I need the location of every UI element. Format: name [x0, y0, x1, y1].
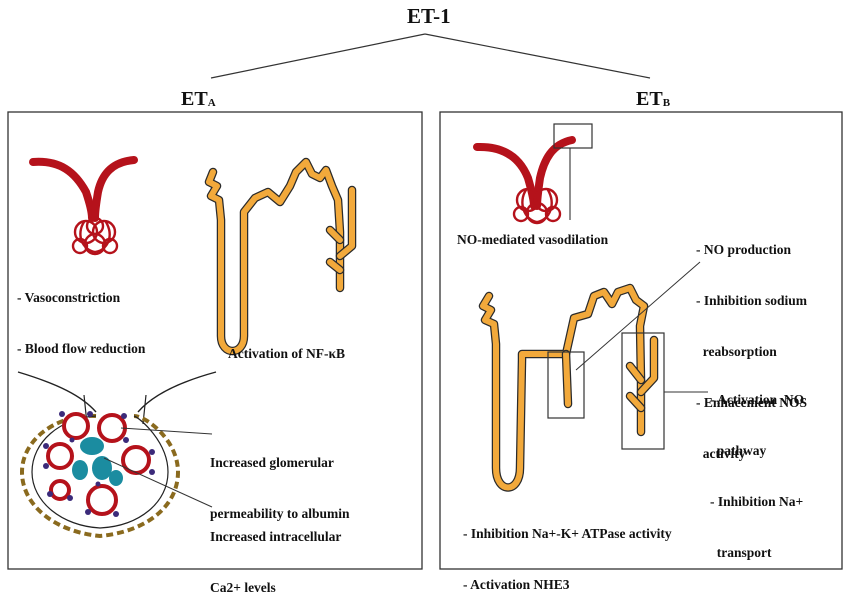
right-tubule-zoom-box-2	[621, 332, 665, 450]
receptor-etb-main: ET	[636, 88, 663, 110]
left-glomerulus	[17, 371, 217, 539]
collecting-effect-line: pathway	[710, 443, 767, 458]
vessel-effect-item: - Blood flow reduction	[17, 341, 146, 356]
receptor-eta-sub: A	[207, 97, 216, 109]
proximal-effect-line: - Activation NHE3	[463, 577, 570, 592]
receptor-etb-label: ETB	[636, 88, 670, 111]
collecting-effect-line: - Activation NO	[710, 392, 805, 407]
no-effects-label: - NO production - Inhibition sodium reab…	[696, 207, 807, 479]
receptor-eta-main: ET	[181, 88, 208, 110]
receptor-eta-label: ETA	[181, 88, 216, 111]
glomerulus-effect-1: Increased glomerular permeability to alb…	[210, 420, 350, 539]
left-panel-border	[7, 111, 423, 570]
collecting-effect-line: transport	[710, 545, 772, 560]
vessel-effects-label: - Vasoconstriction - Blood flow reductio…	[17, 255, 145, 374]
branch-line-right	[424, 33, 651, 79]
branch-line-left	[210, 33, 426, 79]
glomerulus-effect-2-line: Ca2+ levels	[210, 580, 276, 595]
glomerulus-effect-2: Increased intracellular Ca2+ levels	[210, 494, 341, 613]
receptor-etb-sub: B	[662, 97, 671, 109]
glomerulus-effect-1-line: permeability to albumin	[210, 506, 350, 521]
right-pointer-no	[575, 261, 701, 371]
left-vessel-tuft	[29, 156, 138, 256]
tubule-effect-label: Activation of NF-κB	[228, 346, 345, 361]
proximal-effects-label: - Inhibition Na+-K+ ATPase activity - Ac…	[463, 491, 672, 610]
left-tubule	[204, 157, 357, 356]
no-effect-line: - Enhacement NOS	[696, 395, 807, 410]
right-vessel-tuft	[473, 136, 576, 225]
diagram-canvas	[7, 33, 843, 570]
proximal-effect-line: - Inhibition Na+-K+ ATPase activity	[463, 526, 672, 541]
right-tubule	[478, 283, 659, 492]
right-tubule-zoom-box-1	[547, 351, 585, 419]
no-effect-line: activity	[696, 446, 746, 461]
right-vessel-zoom-box	[553, 123, 593, 149]
right-panel-border	[439, 111, 843, 570]
no-effect-line: - Inhibition sodium	[696, 293, 808, 308]
no-effect-line: - NO production	[696, 242, 792, 257]
collecting-effects-label: - Activation NO pathway - Inhibition Na+…	[710, 357, 804, 578]
glomerulus-effect-2-line: Increased intracellular	[210, 529, 342, 544]
vessel-effect-right: NO-mediated vasodilation	[457, 232, 609, 247]
diagram-title: ET-1	[407, 4, 451, 28]
no-effect-line: reabsorption	[696, 344, 777, 359]
glomerulus-effect-1-line: Increased glomerular	[210, 455, 334, 470]
collecting-effect-line: - Inhibition Na+	[710, 494, 804, 509]
vessel-effect-item: - Vasoconstriction	[17, 290, 121, 305]
